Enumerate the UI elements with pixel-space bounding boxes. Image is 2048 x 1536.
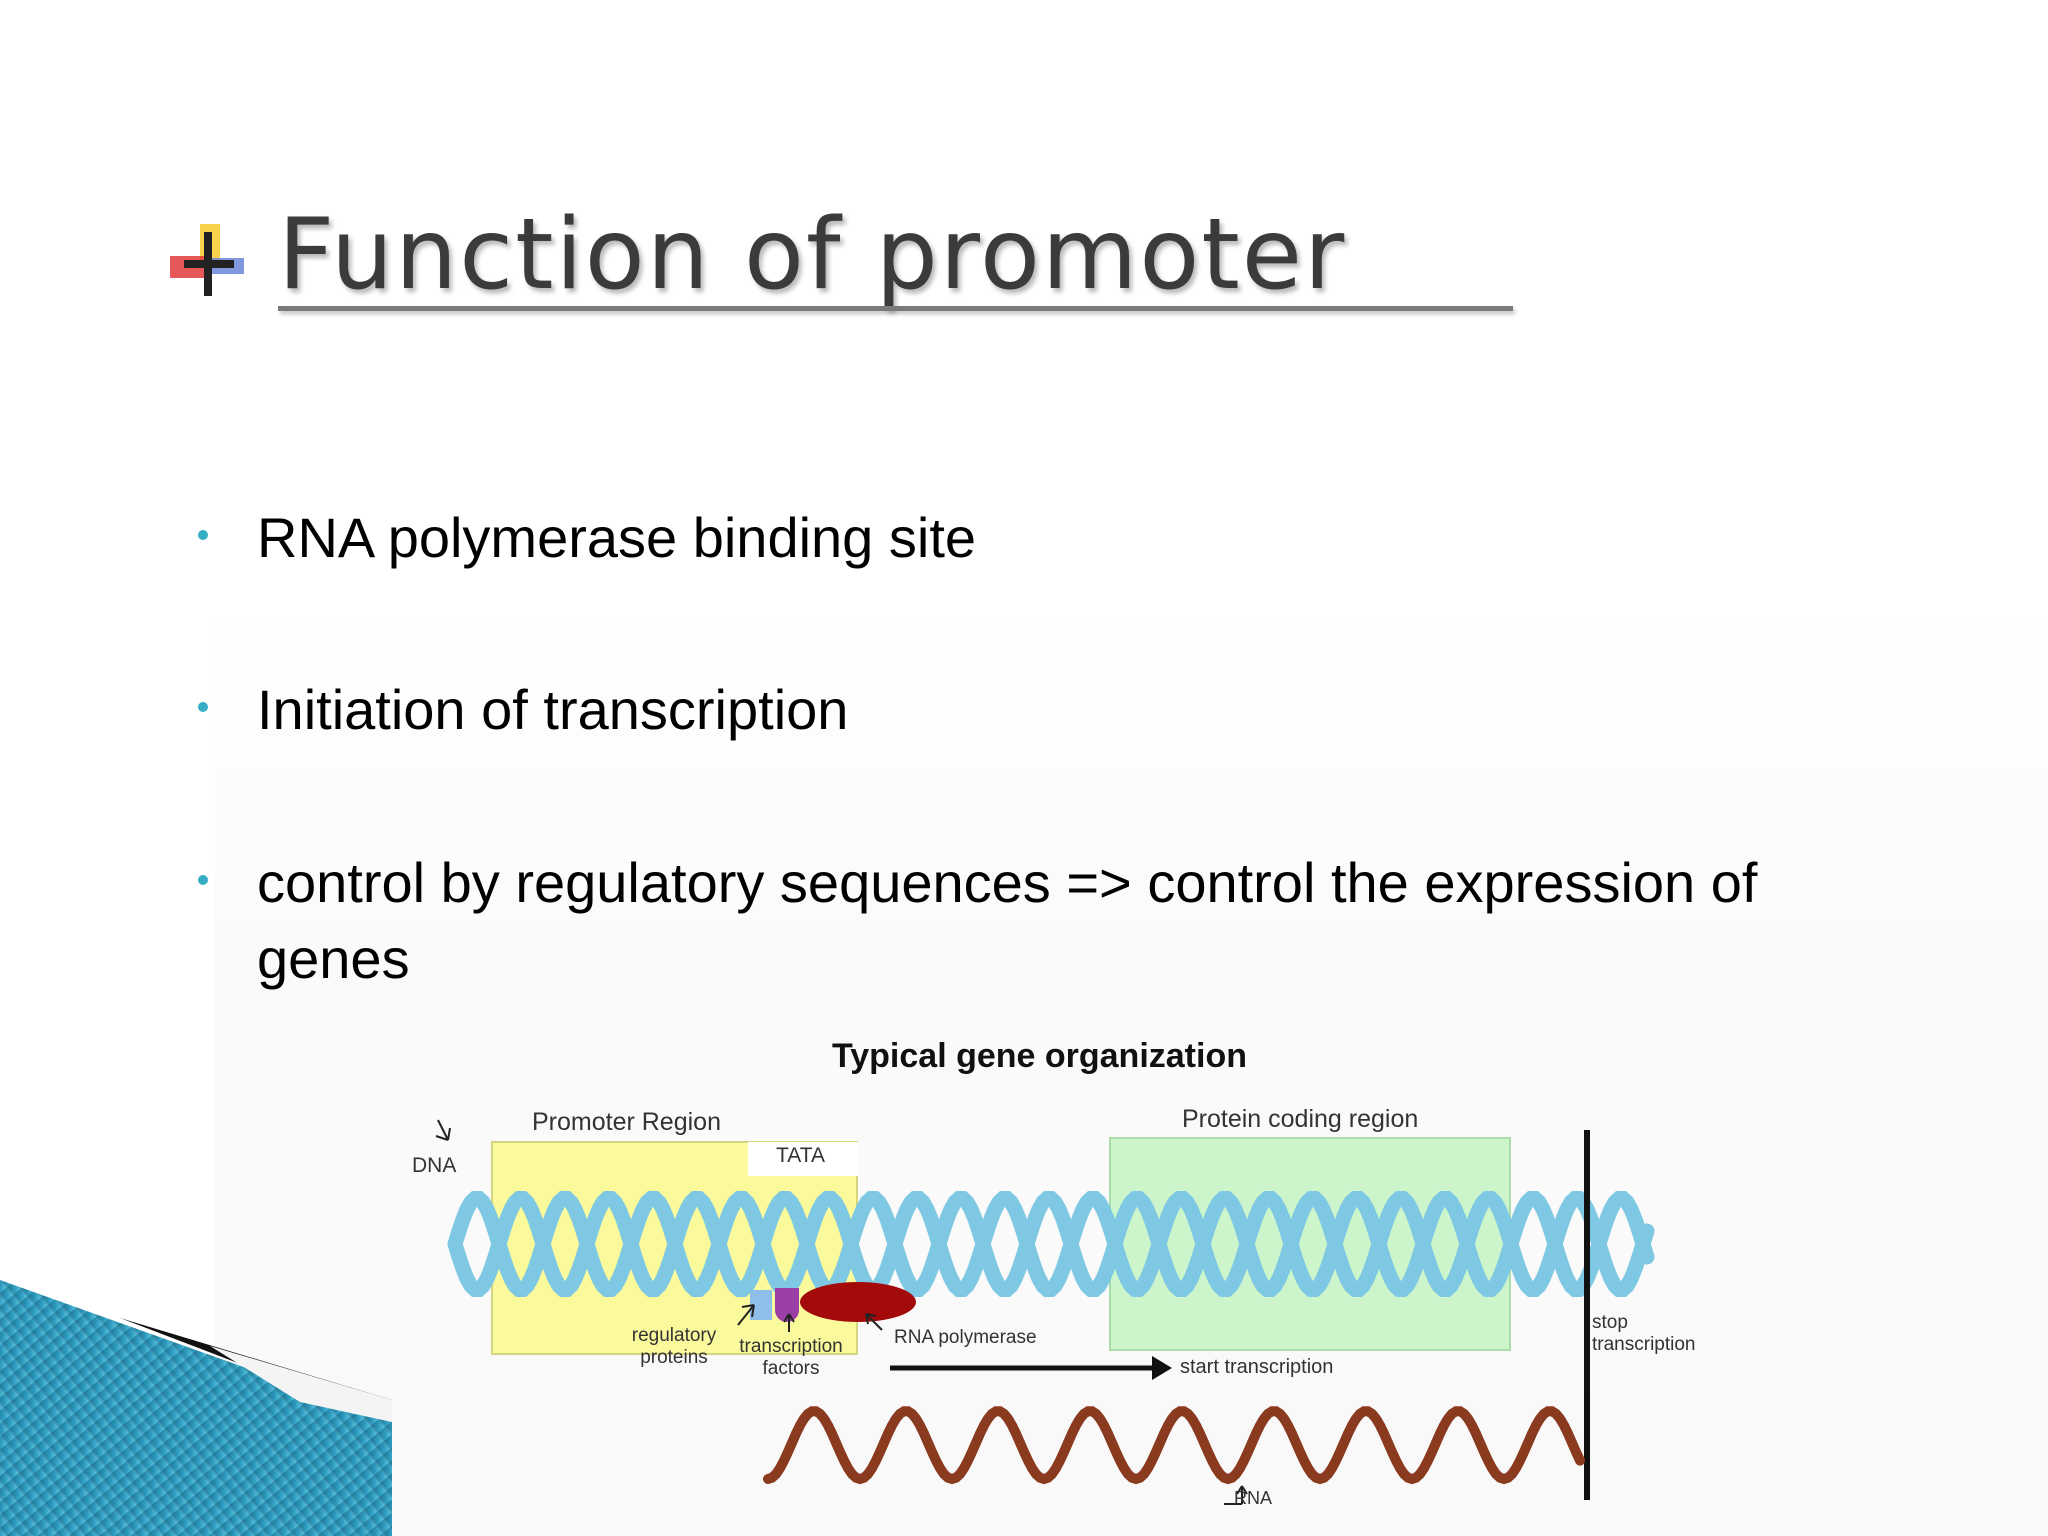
transcription-factors-label: transcription factors bbox=[739, 1336, 843, 1379]
bullet-item: RNA polymerase binding site bbox=[198, 500, 976, 576]
pushpin-bullet-icon bbox=[170, 224, 244, 296]
protein-coding-region-box bbox=[1109, 1137, 1511, 1351]
bullet-text: RNA polymerase binding site bbox=[257, 506, 977, 569]
bullet-item: Initiation of transcription bbox=[198, 672, 848, 748]
bullet-text: control by regulatory sequences => contr… bbox=[257, 851, 1758, 990]
promoter-region-label: Promoter Region bbox=[532, 1108, 721, 1136]
rna-label: RNA bbox=[1234, 1488, 1273, 1508]
protein-coding-region-label: Protein coding region bbox=[1182, 1105, 1419, 1133]
bullet-dot-icon bbox=[198, 875, 208, 885]
start-arrow-head bbox=[1152, 1356, 1172, 1380]
gene-organization-diagram: Typical gene organization Promoter Regio… bbox=[400, 1030, 1730, 1536]
bullet-dot-icon bbox=[198, 530, 208, 540]
dna-helix bbox=[447, 1191, 1655, 1297]
background-tint bbox=[215, 600, 2048, 1536]
tata-label: TATA bbox=[776, 1144, 825, 1167]
pointer-arrows bbox=[435, 1119, 1248, 1505]
title-underline bbox=[278, 306, 1513, 311]
dna-label: DNA bbox=[412, 1154, 457, 1177]
tata-box bbox=[748, 1142, 858, 1176]
diagram-artwork bbox=[435, 1119, 1655, 1505]
rna-strand bbox=[763, 1406, 1585, 1485]
slide-title: Function of promoter bbox=[278, 198, 1347, 312]
start-transcription-label: start transcription bbox=[1180, 1356, 1334, 1378]
diagram-title: Typical gene organization bbox=[832, 1037, 1247, 1075]
regulatory-protein-shape bbox=[750, 1290, 772, 1320]
rna-polymerase-label: RNA polymerase bbox=[894, 1327, 1037, 1348]
bullet-text: Initiation of transcription bbox=[257, 678, 849, 741]
transcription-factor-shape bbox=[775, 1288, 799, 1322]
corner-decoration bbox=[0, 1280, 392, 1536]
bullet-dot-icon bbox=[198, 702, 208, 712]
rna-polymerase-shape bbox=[800, 1282, 916, 1322]
bullet-item: control by regulatory sequences => contr… bbox=[198, 845, 1758, 997]
stop-transcription-label: stop transcription bbox=[1592, 1312, 1696, 1355]
regulatory-proteins-label: regulatory proteins bbox=[631, 1325, 717, 1368]
